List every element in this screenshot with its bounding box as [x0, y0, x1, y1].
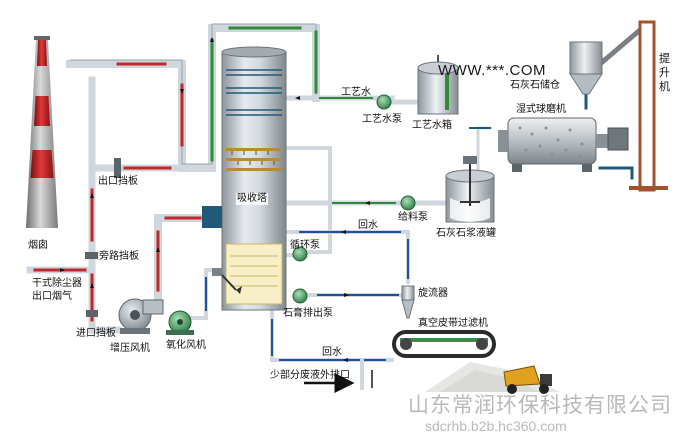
label-elevator: 提升机 [659, 52, 670, 93]
label-outlet-damper: 出口挡板 [98, 176, 138, 187]
label-process-water-pump: 工艺水泵 [362, 114, 402, 125]
label-limestone-silo: 石灰石储仓 [510, 80, 560, 91]
flow-arrows [60, 37, 370, 362]
label-slurry-tank: 石灰石浆液罐 [436, 228, 496, 239]
label-bypass-damper: 旁路挡板 [98, 251, 140, 263]
booster-fan[interactable] [118, 298, 164, 334]
label-belt-filter: 真空皮带过滤机 [418, 318, 488, 329]
label-dust-collector-1: 干式除尘器 [32, 278, 82, 289]
label-process-water: 工艺水 [341, 87, 371, 98]
label-chimney: 烟囱 [28, 240, 48, 251]
watermark-top-url: WWW.***.COM [438, 62, 546, 79]
label-dust-collector-2: 出口烟气 [32, 291, 72, 302]
label-circulation-pump: 循环泵 [290, 240, 320, 251]
inlet-damper[interactable] [86, 310, 98, 317]
label-absorber: 吸收塔 [236, 193, 268, 205]
label-wastewater-outlet: 少部分废液外排口 [270, 370, 350, 381]
absorber-tower [202, 46, 287, 311]
raw-gas-duct [154, 214, 208, 310]
circulation-pump[interactable] [292, 246, 308, 262]
bypass-duct [88, 76, 186, 172]
label-feed-pump: 给料泵 [398, 212, 428, 223]
label-inlet-damper: 进口挡板 [76, 328, 116, 339]
label-cyclone: 旋流器 [418, 288, 448, 299]
label-ball-mill: 湿式球磨机 [516, 104, 566, 115]
process-water-tank [417, 55, 459, 115]
watermark-site: sdcrhb.b2b.hc360.com [425, 418, 567, 434]
bypass-damper[interactable] [85, 252, 99, 259]
bucket-elevator [629, 20, 668, 192]
gypsum-pump[interactable] [292, 288, 308, 304]
outlet-damper[interactable] [114, 158, 121, 178]
process-water-pump[interactable] [376, 94, 392, 110]
wet-ball-mill [498, 117, 629, 172]
limestone-silo [569, 41, 603, 95]
label-return-water-1: 回水 [358, 220, 378, 231]
label-process-water-tank: 工艺水箱 [412, 120, 452, 131]
chimney-stack [26, 36, 58, 228]
oxidation-fan[interactable] [166, 310, 194, 335]
label-return-water-2: 回水 [322, 347, 342, 358]
watermark-company: 山东常润环保科技有限公司 [408, 393, 672, 417]
label-booster-fan: 增压风机 [110, 343, 150, 354]
label-gypsum-pump: 石膏排出泵 [283, 308, 333, 319]
label-oxidation-fan: 氧化风机 [166, 340, 206, 351]
limestone-slurry-tank [445, 156, 495, 223]
hydrocyclone [401, 285, 415, 319]
dump-truck [503, 365, 552, 394]
feed-pump[interactable] [400, 195, 416, 211]
vacuum-belt-filter [371, 330, 496, 388]
